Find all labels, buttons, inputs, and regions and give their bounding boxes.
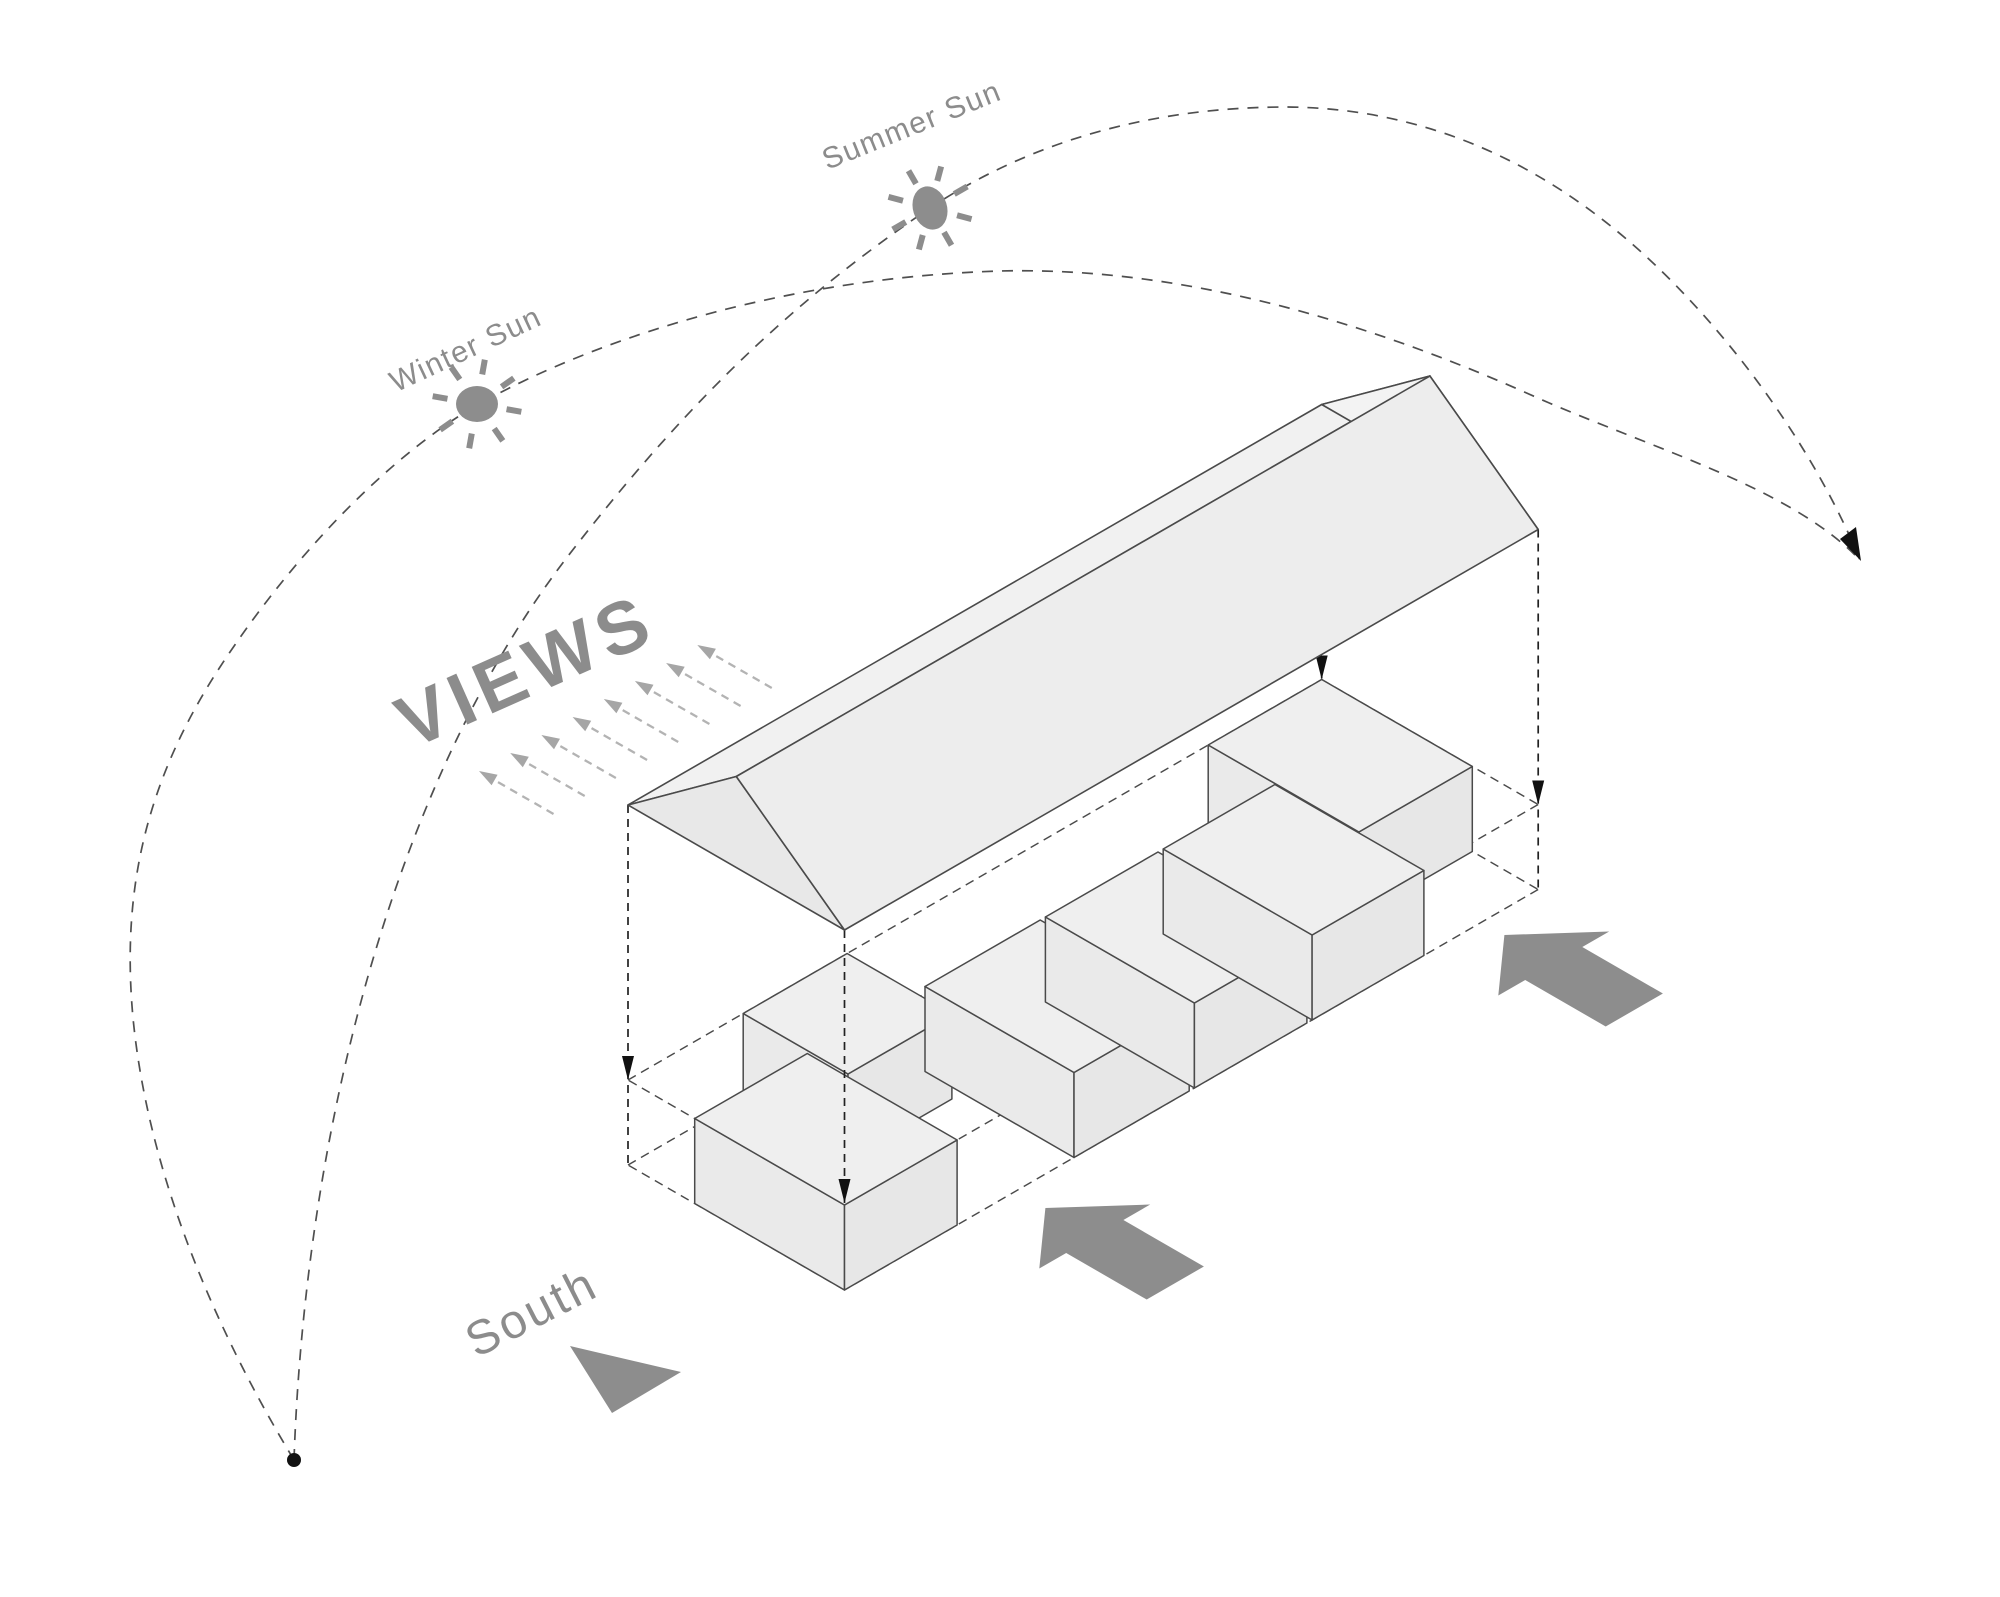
view-arrow-shaft	[675, 668, 742, 707]
winter-sun-path-arc	[129, 269, 1861, 1461]
winter-sun-icon-ray	[466, 433, 475, 449]
view-arrow-shaft	[488, 776, 555, 815]
winter-sun-icon-ray	[506, 406, 522, 415]
view-arrow-head-icon	[697, 645, 716, 660]
room-box-top-face	[1162, 783, 1425, 936]
summer-sun-path-arc	[293, 106, 1861, 1461]
summer-sun-icon-ray	[956, 212, 973, 223]
sun-path-start-dot	[287, 1453, 301, 1467]
entry-block-arrow-icon	[1498, 931, 1663, 1027]
view-arrow-shaft	[706, 650, 773, 689]
view-arrow-head-icon	[603, 699, 623, 714]
view-arrow-head-icon	[572, 717, 592, 732]
winter-sun-icon-ray	[499, 375, 516, 390]
sun-path-end-arrowhead-icon	[1840, 527, 1861, 561]
room-box-top-face	[693, 1052, 958, 1206]
summer-sun-icon-ray	[934, 165, 945, 182]
roof-near-slope	[735, 375, 1539, 931]
view-arrow-head-icon	[666, 663, 685, 678]
view-arrow-head-icon	[541, 735, 560, 750]
summer-sun-icon-ray	[891, 219, 908, 233]
summer-sun-icon-ray	[952, 183, 969, 197]
view-arrow-shaft	[613, 704, 679, 743]
entry-block-arrow-icon	[1039, 1204, 1204, 1300]
drop-arrowhead-icon	[1315, 655, 1328, 680]
drop-arrowhead-icon	[622, 1056, 634, 1080]
view-arrow-shaft	[644, 686, 710, 725]
south-direction-triangle-icon	[570, 1346, 681, 1413]
envelope-wireframe-edge	[627, 678, 1323, 1081]
drop-arrowhead-icon	[838, 1179, 851, 1203]
envelope-wireframe-edge	[844, 803, 1539, 1206]
summer-sun-icon-ray	[941, 230, 955, 247]
view-arrow-shaft	[519, 758, 586, 797]
view-arrow-head-icon	[510, 753, 529, 768]
drop-arrowhead-icon	[1532, 780, 1545, 805]
winter-sun-icon-ray	[479, 359, 488, 375]
room-box-top-face	[1207, 678, 1474, 833]
winter-sun-icon	[456, 386, 498, 422]
view-arrow-head-icon	[479, 771, 498, 786]
view-arrow-shaft	[550, 740, 617, 779]
envelope-wireframe-edge	[844, 888, 1539, 1291]
summer-sun-icon-ray	[887, 193, 904, 204]
view-arrow-shaft	[582, 722, 648, 761]
winter-sun-icon-ray	[438, 418, 455, 433]
summer-sun-icon-ray	[905, 169, 919, 186]
view-arrow-head-icon	[634, 681, 654, 696]
summer-sun-icon	[912, 186, 948, 230]
winter-sun-icon-ray	[432, 393, 448, 402]
winter-sun-icon-ray	[448, 365, 463, 382]
winter-sun-icon-ray	[491, 426, 506, 443]
summer-sun-icon-ray	[915, 234, 926, 251]
